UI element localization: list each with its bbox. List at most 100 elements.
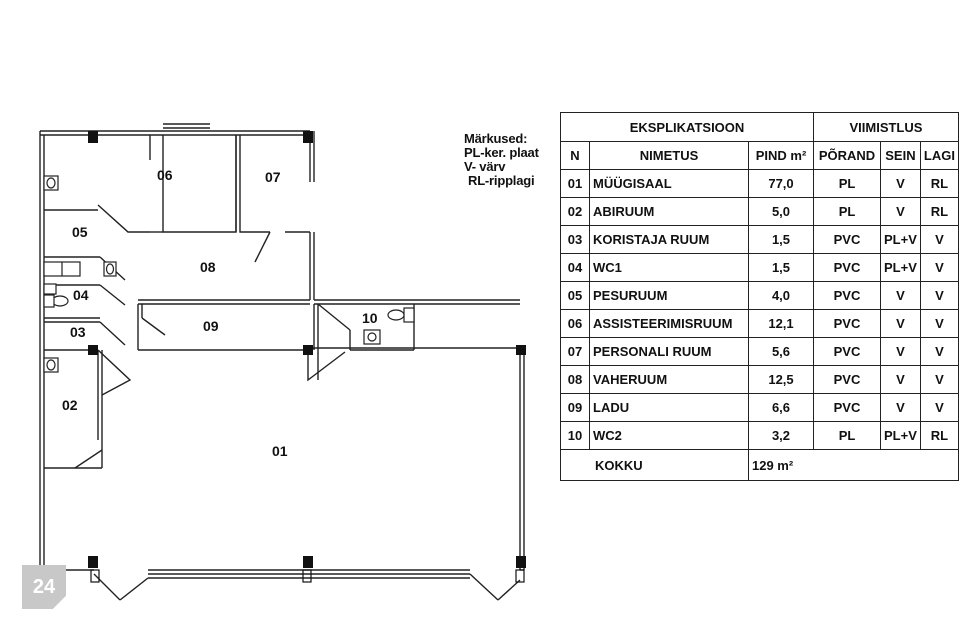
cell-area: 5,6 (748, 337, 814, 366)
cell-floor: PVC (813, 309, 881, 338)
cell-floor: PVC (813, 281, 881, 310)
room-label-10: 10 (362, 310, 378, 326)
room-label-08: 08 (200, 259, 216, 275)
room-label-02: 02 (62, 397, 78, 413)
plumbing-fixtures (43, 175, 415, 373)
cell-ceiling: V (919, 253, 959, 282)
total-label: KOKKU (560, 449, 749, 481)
table-row: 05 PESURUUM 4,0 PVC V V (560, 281, 959, 310)
total-row: KOKKU 129 m² (560, 449, 959, 481)
table-row: 03 KORISTAJA RUUM 1,5 PVC PL+V V (560, 225, 959, 254)
cell-floor: PL (813, 197, 881, 226)
cell-floor: PVC (813, 393, 881, 422)
table-row: 01 MÜÜGISAAL 77,0 PL V RL (560, 169, 959, 198)
cell-floor: PL (813, 421, 881, 450)
cell-wall: V (880, 281, 921, 310)
cell-name: PERSONALI RUUM (589, 337, 749, 366)
table-row: 04 WC1 1,5 PVC PL+V V (560, 253, 959, 282)
cell-n: 10 (560, 421, 590, 450)
cell-area: 4,0 (748, 281, 814, 310)
legend-item: PL-ker. plaat (464, 145, 539, 160)
cell-n: 09 (560, 393, 590, 422)
table-row: 07 PERSONALI RUUM 5,6 PVC V V (560, 337, 959, 366)
cell-ceiling: RL (919, 169, 959, 198)
cell-name: KORISTAJA RUUM (589, 225, 749, 254)
cell-area: 1,5 (748, 253, 814, 282)
cell-ceiling: V (919, 393, 959, 422)
cell-ceiling: V (919, 309, 959, 338)
legend-title: Märkused: (464, 131, 528, 146)
cell-n: 05 (560, 281, 590, 310)
cell-n: 01 (560, 169, 590, 198)
cell-name: MÜÜGISAAL (589, 169, 749, 198)
cell-n: 07 (560, 337, 590, 366)
room-label-01: 01 (272, 443, 288, 459)
cell-wall: V (880, 309, 921, 338)
cell-ceiling: RL (919, 197, 959, 226)
cell-name: PESURUUM (589, 281, 749, 310)
total-value: 129 m² (748, 449, 959, 481)
cell-n: 02 (560, 197, 590, 226)
group-header-explication: EKSPLIKATSIOON (560, 112, 814, 142)
cell-area: 3,2 (748, 421, 814, 450)
cell-wall: PL+V (880, 225, 921, 254)
cell-name: ASSISTEERIMISRUUM (589, 309, 749, 338)
col-header-ceiling: LAGI (919, 141, 959, 170)
cell-area: 5,0 (748, 197, 814, 226)
page-badge: 24 (22, 565, 66, 609)
cell-wall: PL+V (880, 421, 921, 450)
cell-wall: PL+V (880, 253, 921, 282)
room-label-07: 07 (265, 169, 281, 185)
cell-wall: V (880, 337, 921, 366)
table-row: 06 ASSISTEERIMISRUUM 12,1 PVC V V (560, 309, 959, 338)
cell-floor: PVC (813, 253, 881, 282)
cell-area: 12,1 (748, 309, 814, 338)
cell-wall: V (880, 393, 921, 422)
room-label-04: 04 (73, 287, 89, 303)
room-label-03: 03 (70, 324, 86, 340)
table-row: 02 ABIRUUM 5,0 PL V RL (560, 197, 959, 226)
cell-ceiling: V (919, 365, 959, 394)
cell-ceiling: V (919, 337, 959, 366)
cell-floor: PL (813, 169, 881, 198)
cell-area: 77,0 (748, 169, 814, 198)
cell-name: VAHERUUM (589, 365, 749, 394)
cell-n: 03 (560, 225, 590, 254)
room-label-05: 05 (72, 224, 88, 240)
cell-n: 06 (560, 309, 590, 338)
cell-n: 04 (560, 253, 590, 282)
cell-ceiling: V (919, 281, 959, 310)
cell-floor: PVC (813, 337, 881, 366)
room-label-09: 09 (203, 318, 219, 334)
cell-wall: V (880, 197, 921, 226)
table-row: 10 WC2 3,2 PL PL+V RL (560, 421, 959, 450)
cell-area: 12,5 (748, 365, 814, 394)
cell-area: 1,5 (748, 225, 814, 254)
col-header-floor: PÕRAND (813, 141, 881, 170)
cell-floor: PVC (813, 365, 881, 394)
col-header-wall: SEIN (880, 141, 921, 170)
cell-ceiling: V (919, 225, 959, 254)
table-row: 09 LADU 6,6 PVC V V (560, 393, 959, 422)
cell-wall: V (880, 169, 921, 198)
cell-name: WC1 (589, 253, 749, 282)
cell-area: 6,6 (748, 393, 814, 422)
col-header-area: PIND m² (748, 141, 814, 170)
cell-name: WC2 (589, 421, 749, 450)
room-label-06: 06 (157, 167, 173, 183)
legend-item: V- värv (464, 159, 506, 174)
cell-ceiling: RL (919, 421, 959, 450)
cell-name: LADU (589, 393, 749, 422)
cell-wall: V (880, 365, 921, 394)
cell-name: ABIRUUM (589, 197, 749, 226)
table-row: 08 VAHERUUM 12,5 PVC V V (560, 365, 959, 394)
col-header-name: NIMETUS (589, 141, 749, 170)
explication-table: EKSPLIKATSIOON VIIMISTLUS N NIMETUS PIND… (560, 112, 959, 481)
group-header-finish: VIIMISTLUS (813, 112, 959, 142)
cell-n: 08 (560, 365, 590, 394)
legend-item: RL-ripplagi (468, 173, 535, 188)
col-header-n: N (560, 141, 590, 170)
legend: Märkused: PL-ker. plaat V- värv RL-rippl… (464, 132, 539, 188)
cell-floor: PVC (813, 225, 881, 254)
